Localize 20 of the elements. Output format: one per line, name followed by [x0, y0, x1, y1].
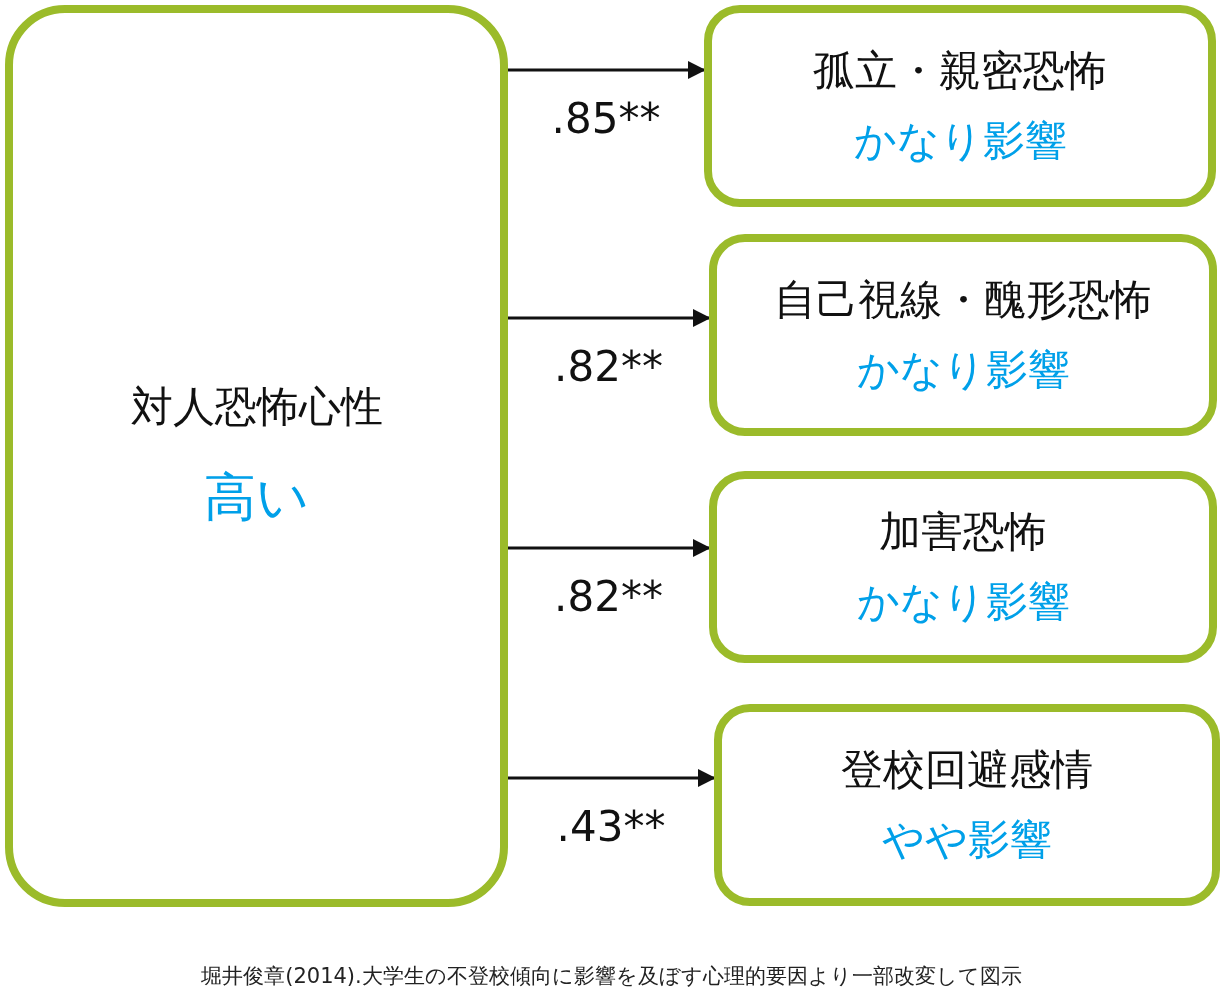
arrow	[508, 539, 711, 557]
rounded-box	[709, 471, 1217, 663]
node-title: 加害恐怖	[879, 506, 1047, 558]
effect-label: かなり影響	[856, 576, 1070, 628]
arrow	[508, 61, 706, 79]
effect-label: かなり影響	[853, 115, 1067, 167]
effect-label: やや影響	[882, 814, 1052, 866]
rounded-box	[5, 5, 508, 907]
rounded-box	[714, 704, 1220, 906]
arrow	[508, 309, 711, 327]
arrow	[508, 769, 716, 787]
caption: 堀井俊章(2014).大学生の不登校傾向に影響を及ぼす心理的要因より一部改変して図示	[200, 963, 1023, 990]
rounded-box	[704, 5, 1216, 207]
rounded-box	[709, 234, 1217, 436]
node-title: 登校回避感情	[841, 744, 1093, 796]
effect-label: かなり影響	[856, 344, 1070, 396]
effect-label: 高い	[204, 466, 309, 529]
node-title: 孤立・親密恐怖	[813, 45, 1107, 97]
node-title: 自己視線・醜形恐怖	[774, 274, 1152, 326]
node-title: 対人恐怖心性	[130, 381, 383, 433]
